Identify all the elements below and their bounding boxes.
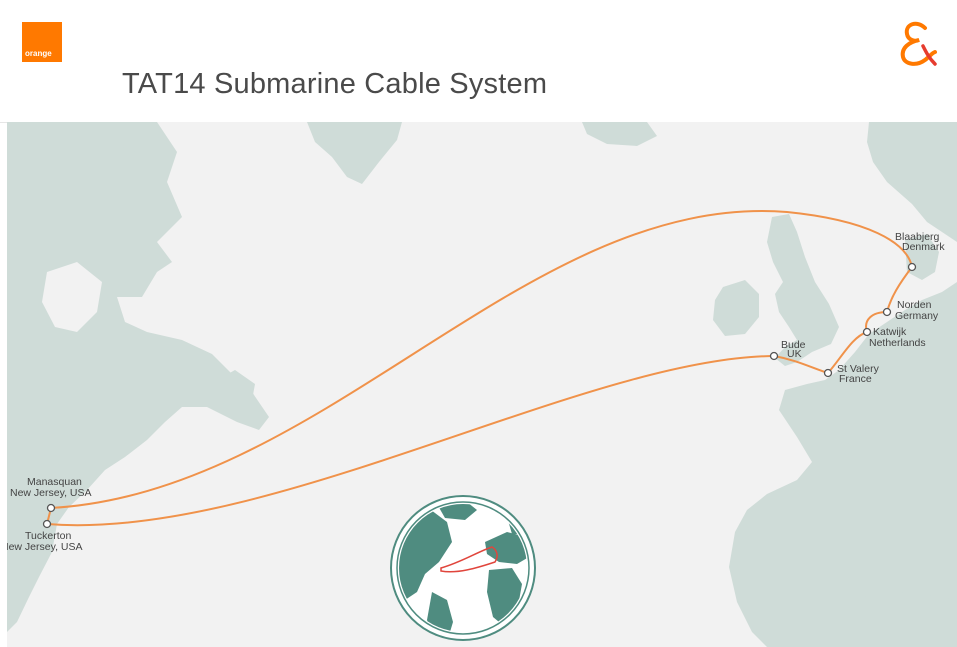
landing-point-icon: [769, 351, 779, 361]
cable-north-segment: [50, 210, 913, 509]
label-manasquan-region: New Jersey, USA: [10, 487, 92, 499]
label-tuckerton-name: Tuckerton: [25, 530, 71, 542]
great-britain: [767, 214, 839, 366]
ampersand-brand-icon: [900, 21, 937, 66]
label-blaabjerg-name: Blaabjerg: [895, 231, 940, 243]
logo-text: orange: [25, 49, 52, 58]
north-america-land: [7, 122, 269, 632]
map-area: Manasquan New Jersey, USA Tuckerton New …: [7, 122, 957, 647]
landing-point-icon: [907, 262, 917, 272]
label-katwijk-region: Netherlands: [869, 337, 926, 349]
page-title: TAT14 Submarine Cable System: [122, 68, 548, 100]
greenland: [307, 122, 402, 184]
landing-point-icon: [882, 307, 892, 317]
cable-bude-stvalery: [773, 355, 829, 374]
label-katwijk-name: Katwijk: [873, 326, 907, 338]
label-norden-region: Germany: [895, 310, 939, 322]
ireland: [713, 280, 759, 336]
north-america-inlet: [42, 262, 102, 332]
label-blaabjerg-region: Denmark: [902, 241, 945, 253]
header: orange TAT14 Submarine Cable System: [0, 0, 957, 123]
iceland: [582, 122, 657, 146]
africa: [807, 592, 957, 647]
label-norden-name: Norden: [897, 299, 932, 311]
cable-european-ring: [827, 266, 913, 374]
landing-point-icon: [42, 519, 52, 529]
baffin-islands: [107, 122, 157, 152]
label-tuckerton-region: New Jersey, USA: [7, 541, 83, 553]
newfoundland: [217, 370, 255, 414]
landing-point-icon: [823, 368, 833, 378]
orange-logo-icon: orange: [22, 22, 62, 62]
label-stvalery-name: St Valery: [837, 363, 880, 375]
label-stvalery-region: France: [839, 373, 872, 385]
label-bude-name: Bude: [781, 339, 806, 351]
landing-point-icon: [46, 503, 56, 513]
globe-inset-icon: [390, 495, 536, 641]
cable-south-segment: [46, 355, 775, 527]
label-manasquan-name: Manasquan: [27, 476, 82, 488]
map-canvas: Manasquan New Jersey, USA Tuckerton New …: [7, 122, 957, 647]
landing-point-icon: [862, 327, 872, 337]
continental-europe: [729, 282, 957, 647]
label-bude-region: UK: [787, 348, 802, 360]
scandinavia: [867, 122, 957, 242]
